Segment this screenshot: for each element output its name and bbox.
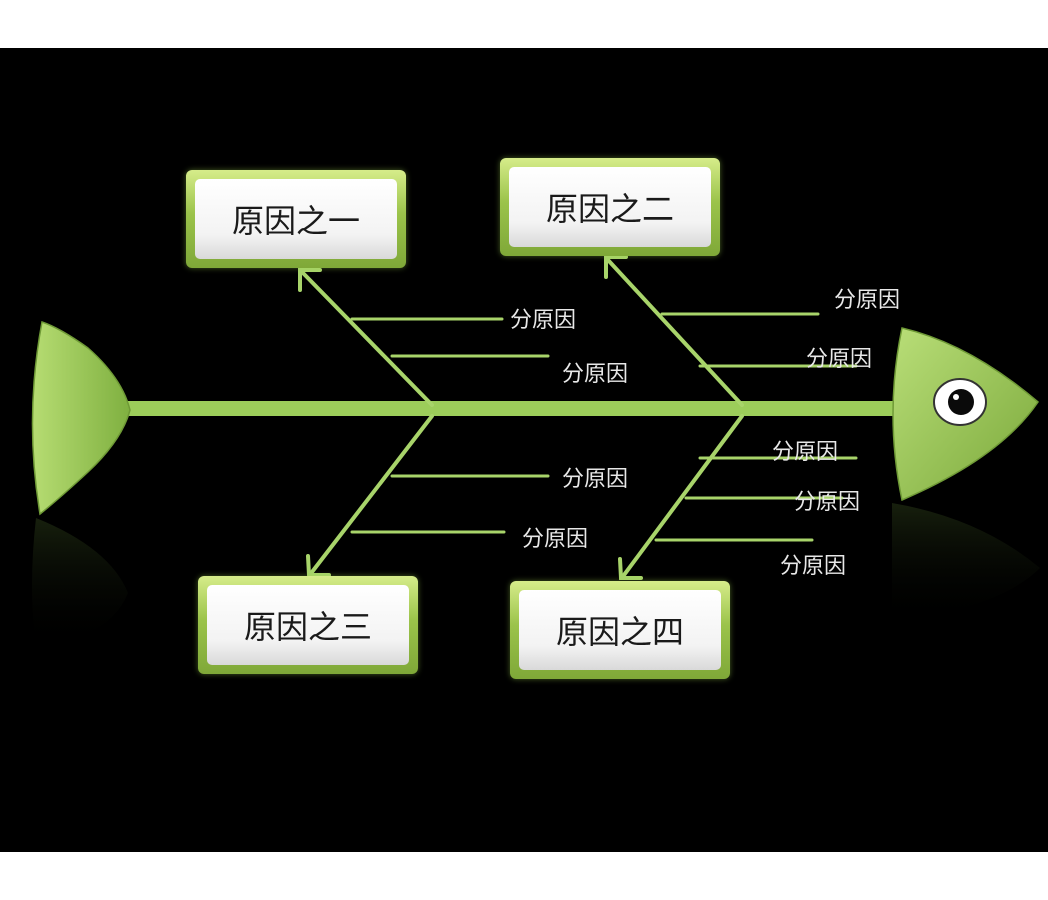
sub-cause-label: 分原因: [794, 490, 861, 515]
bone-cause2: [606, 258, 744, 407]
fishbone-diagram: [31, 255, 1040, 648]
diagram-canvas: 原因之一 原因之二 原因之三 原因之四 分原因 分原因 分原因 分原因 分原因 …: [0, 48, 1048, 852]
head-reflection: [892, 503, 1040, 623]
cause-label-3: 原因之三: [207, 585, 409, 665]
sub-cause-label: 分原因: [510, 308, 577, 333]
cause-box-2: 原因之二: [500, 158, 720, 256]
sub-cause-label: 分原因: [806, 347, 873, 372]
arrow-cause2: [604, 255, 628, 279]
cause-box-1: 原因之一: [186, 170, 406, 268]
cause-box-3: 原因之三: [198, 576, 418, 674]
cause-label-2: 原因之二: [509, 167, 711, 247]
sub-cause-label: 分原因: [834, 288, 901, 313]
sub-cause-label: 分原因: [772, 440, 839, 465]
cause-label-4: 原因之四: [519, 590, 721, 670]
sub-cause-label: 分原因: [562, 467, 629, 492]
fish-pupil: [948, 389, 974, 415]
sub-cause-label: 分原因: [780, 554, 847, 579]
tail-reflection: [32, 518, 128, 648]
bone-cause1: [301, 271, 434, 407]
bone-cause4: [622, 414, 744, 577]
arrow-cause3: [306, 554, 331, 577]
bone-cause3: [310, 414, 434, 574]
spine: [120, 401, 910, 416]
cause-box-4: 原因之四: [510, 581, 730, 679]
cause-label-1: 原因之一: [195, 179, 397, 259]
arrow-cause4: [618, 557, 643, 580]
fish-eye-highlight: [953, 394, 959, 400]
sub-cause-label: 分原因: [522, 527, 589, 552]
arrow-cause1: [298, 268, 322, 292]
sub-cause-label: 分原因: [562, 362, 629, 387]
fish-tail: [31, 321, 131, 516]
